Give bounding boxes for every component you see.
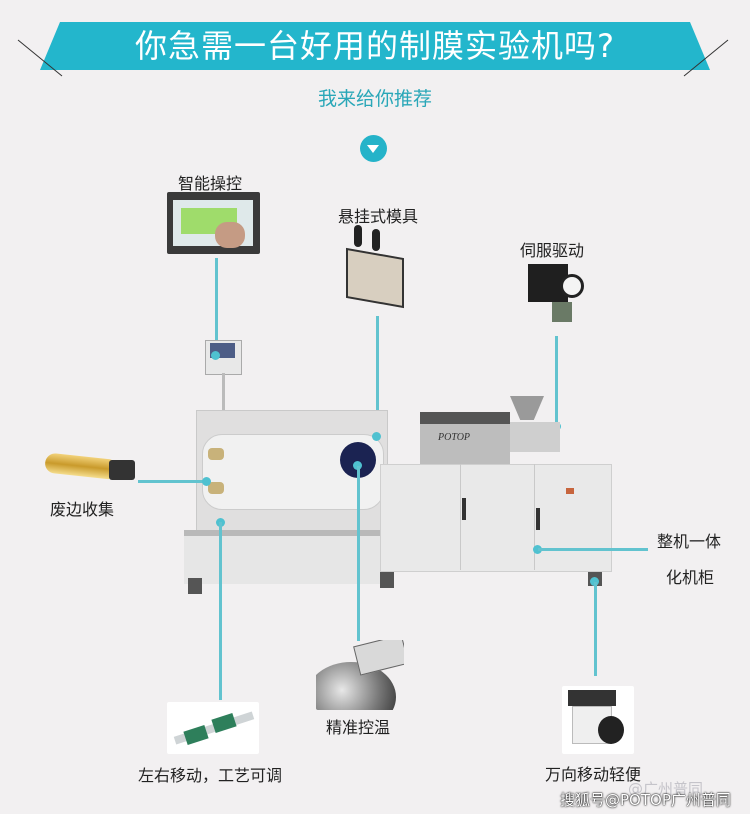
connector-line [215, 258, 218, 354]
hanging-die-image [342, 225, 404, 313]
watermark-faint: @广州普同 [628, 780, 704, 798]
connector-dot [353, 461, 362, 470]
connector-line [555, 336, 558, 426]
watermark: 搜狐号@POTOP广州普同 [560, 791, 731, 809]
title-banner: 你急需一台好用的制膜实验机吗? [40, 22, 710, 70]
feature-label-cabinet-line1: 整机一体 [657, 532, 722, 551]
banner-shape [40, 22, 710, 70]
servo-motor-image [522, 262, 584, 324]
brand-plate: POTOP [438, 432, 471, 443]
feature-label-linear-move: 左右移动，工艺可调 [138, 766, 283, 785]
connector-line [594, 582, 597, 676]
feature-label-edge-collection: 废边收集 [50, 500, 115, 519]
connector-line [538, 548, 648, 551]
page-title: 你急需一台好用的制膜实验机吗? [135, 27, 615, 65]
feature-label-temp-control: 精准控温 [326, 718, 391, 737]
connector-dot [590, 577, 599, 586]
chevron-down-icon[interactable] [360, 135, 387, 162]
touchscreen-image [167, 192, 260, 254]
feature-label-cabinet-line2: 化机柜 [666, 568, 715, 587]
banner-right-stroke [683, 39, 729, 77]
band-heater-image [316, 640, 404, 710]
caster-wheel-image [562, 686, 634, 754]
connector-line [219, 522, 222, 700]
connector-dot [533, 545, 542, 554]
feature-label-hanging-die: 悬挂式模具 [338, 207, 419, 226]
connector-line [376, 316, 379, 436]
subtitle: 我来给你推荐 [317, 88, 432, 110]
banner-left-stroke [17, 39, 63, 77]
feature-label-servo: 伺服驱动 [520, 241, 585, 260]
connector-line [138, 480, 206, 483]
connector-dot [211, 351, 220, 360]
feature-label-smart-control: 智能操控 [178, 174, 243, 193]
connector-dot [372, 432, 381, 441]
edge-trim-roller-image [44, 452, 137, 482]
connector-dot [202, 477, 211, 486]
connector-line [357, 466, 360, 641]
film-casting-machine-image: POTOP [180, 340, 620, 610]
feature-label-caster: 万向移动轻便 [545, 765, 642, 784]
linear-guide-image [167, 702, 259, 754]
